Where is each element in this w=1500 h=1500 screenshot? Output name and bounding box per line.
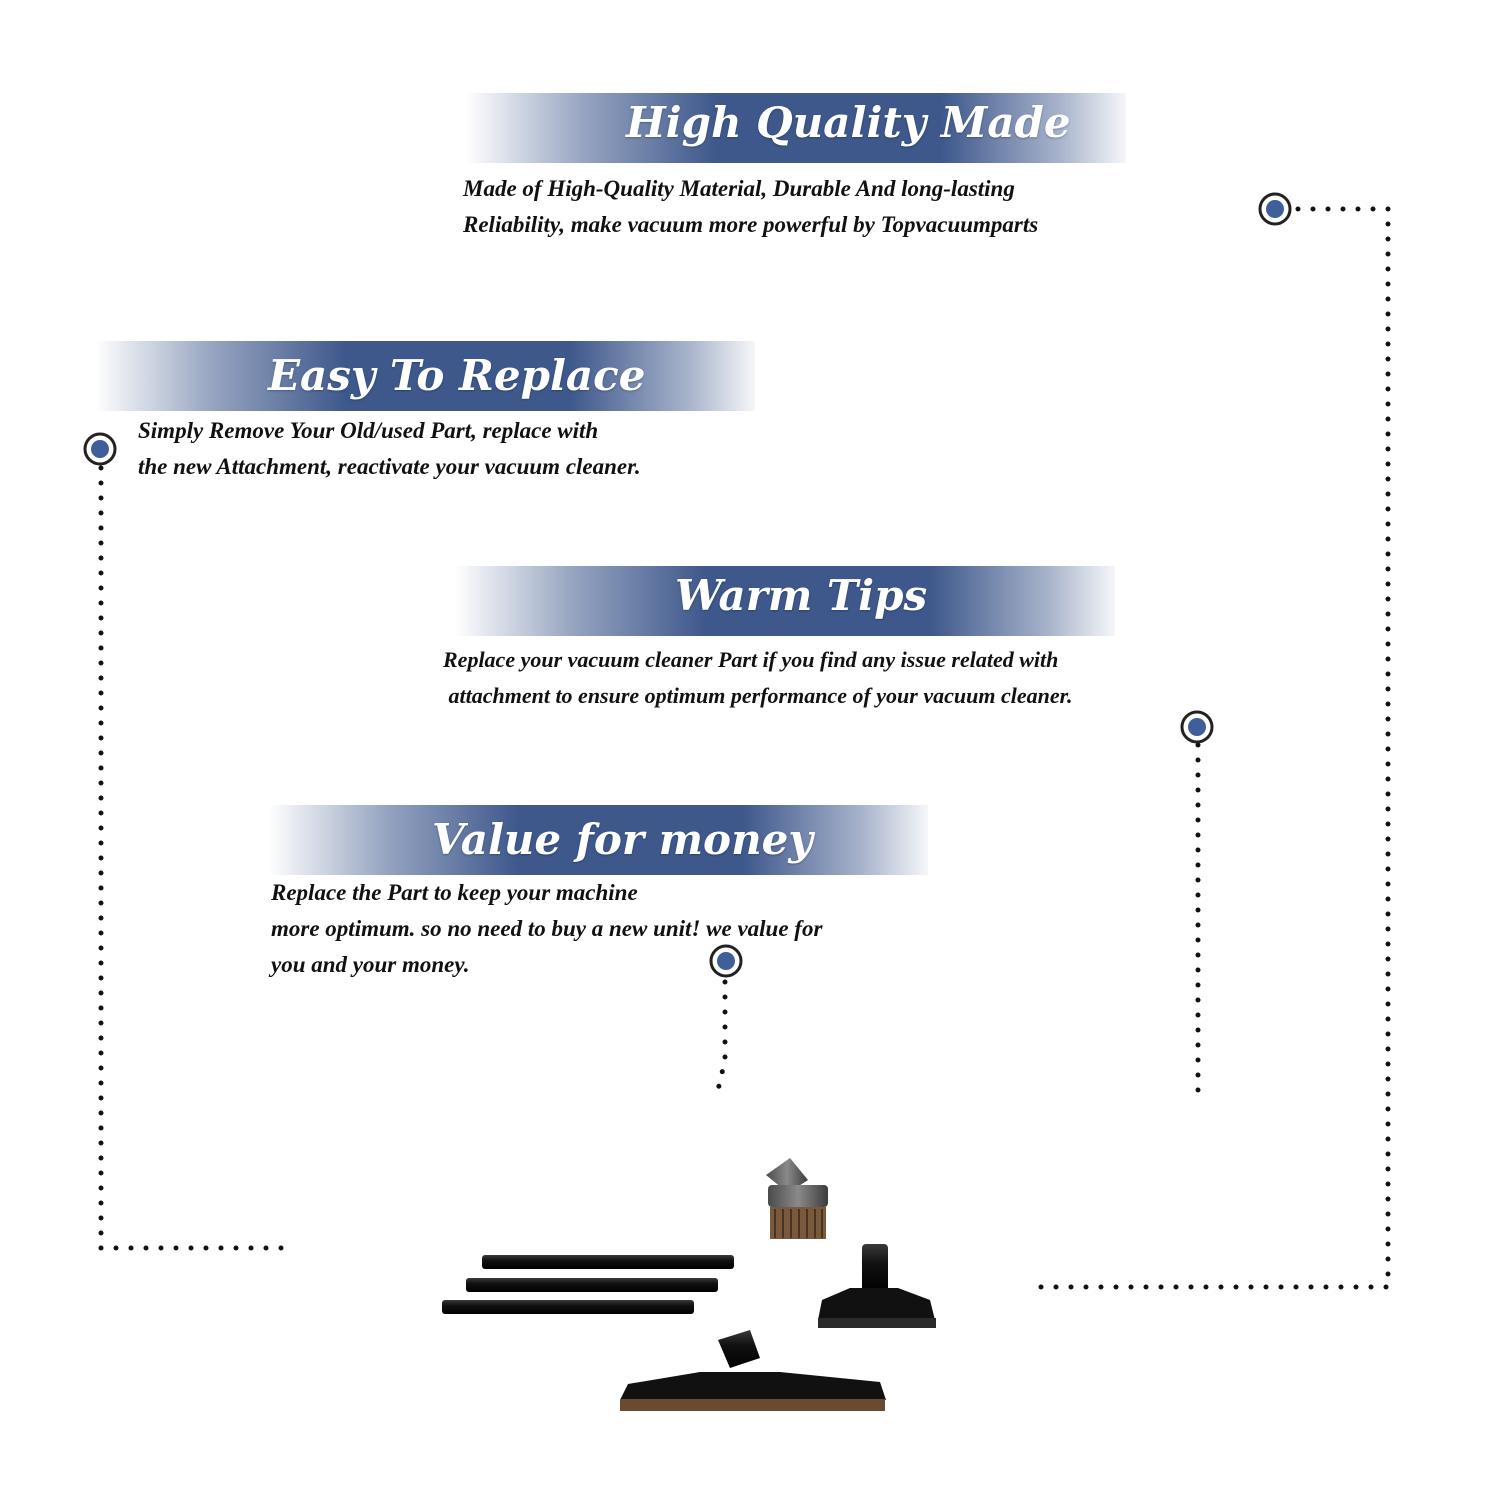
- desc-line: Simply Remove Your Old/used Part, replac…: [138, 418, 599, 443]
- desc-line: more optimum. so no need to buy a new un…: [271, 916, 823, 941]
- desc-line: Reliability, make vacuum more powerful b…: [463, 212, 1039, 237]
- floor-tool-icon: [620, 1330, 886, 1411]
- banner-high-quality: [466, 93, 1126, 163]
- desc-high-quality: Made of High-Quality Material, Durable A…: [463, 171, 1038, 243]
- title-value-money: Value for money: [432, 815, 813, 864]
- title-high-quality: High Quality Made: [626, 98, 1071, 147]
- banner-value-money: [268, 805, 928, 875]
- title-easy-replace: Easy To Replace: [268, 351, 646, 400]
- desc-line: Replace your vacuum cleaner Part if you …: [443, 647, 1059, 672]
- floor-tool-icon: [818, 1244, 936, 1328]
- brush-icon: [766, 1158, 828, 1239]
- banner-warm-tips: [455, 566, 1115, 636]
- title-warm-tips: Warm Tips: [675, 571, 928, 620]
- desc-line: Replace the Part to keep your machine: [271, 880, 638, 905]
- desc-warm-tips: Replace your vacuum cleaner Part if you …: [443, 642, 1072, 714]
- desc-value-money: Replace the Part to keep your machine mo…: [271, 875, 822, 983]
- desc-line: Made of High-Quality Material, Durable A…: [463, 176, 1015, 201]
- desc-line: you and your money.: [271, 952, 470, 977]
- wand-icon: [442, 1255, 734, 1314]
- banner-easy-replace: [95, 341, 755, 411]
